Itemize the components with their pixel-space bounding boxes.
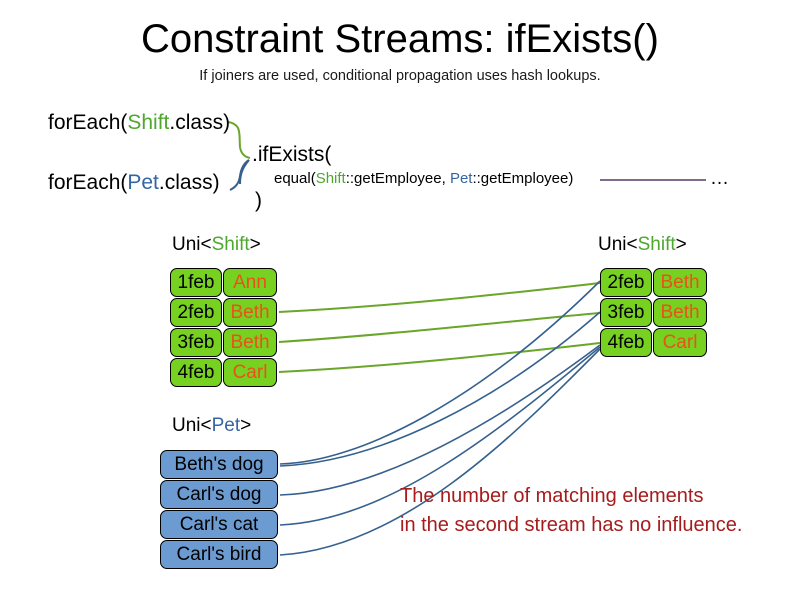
table-row[interactable]: 4feb Carl <box>170 358 277 387</box>
page-subtitle: If joiners are used, conditional propaga… <box>199 68 601 84</box>
brace-arm-shift <box>227 121 251 159</box>
wire-pet-carlsdog-4feb <box>279 344 601 496</box>
wire-shift-2feb <box>278 282 601 313</box>
annotation-note-line1: The number of matching elements <box>400 485 704 507</box>
cell-name: Beth <box>653 298 707 327</box>
code-foreach-pet: forEach(Pet.class) <box>48 170 220 195</box>
cell-pet: Beth's dog <box>160 450 278 479</box>
cell-name: Beth <box>653 268 707 297</box>
code-equal-suffix: ::getEmployee) <box>472 170 574 187</box>
cell-date: 4feb <box>600 328 652 357</box>
code-foreach-pet-prefix: forEach( <box>48 171 128 194</box>
wire-pet-bethsdog-2feb <box>279 280 601 465</box>
cell-date: 3feb <box>600 298 652 327</box>
table-row[interactable]: 3feb Beth <box>170 328 277 357</box>
cell-date: 4feb <box>170 358 222 387</box>
code-foreach-shift-type: Shift <box>127 111 170 134</box>
cell-pet: Carl's dog <box>160 480 278 509</box>
label-prefix: Uni< <box>598 234 638 255</box>
wire-shift-3feb <box>278 312 601 343</box>
code-equal-type-pet: Pet <box>449 170 473 187</box>
wire-pet-bethsdog-3feb <box>279 311 601 467</box>
label-uni-pet: Uni<Pet> <box>172 414 251 438</box>
code-foreach-shift: forEach(Shift.class) <box>48 110 230 135</box>
list-item[interactable]: Carl's dog <box>160 480 278 509</box>
code-close-paren: ) <box>255 189 262 212</box>
label-type: Shift <box>637 234 676 255</box>
label-prefix: Uni< <box>172 415 212 436</box>
cell-name: Carl <box>653 328 707 357</box>
code-equal-type-shift: Shift <box>315 170 346 187</box>
label-uni-shift-left: Uni<Shift> <box>172 233 261 257</box>
cell-name: Beth <box>223 298 277 327</box>
cell-date: 3feb <box>170 328 222 357</box>
cell-pet: Carl's cat <box>160 510 278 539</box>
label-uni-shift-right: Uni<Shift> <box>598 233 687 257</box>
code-foreach-pet-suffix: .class) <box>158 171 220 194</box>
cell-name: Beth <box>223 328 277 357</box>
brace-arm-pet <box>229 159 250 191</box>
cell-date: 1feb <box>170 268 222 297</box>
label-suffix: > <box>240 415 252 436</box>
code-equal-mid: ::getEmployee, <box>345 170 450 187</box>
table-row[interactable]: 1feb Ann <box>170 268 277 297</box>
table-row[interactable]: 2feb Beth <box>170 298 277 327</box>
code-foreach-shift-suffix: .class) <box>169 111 231 134</box>
code-equal-joiner: equal(Shift::getEmployee, Pet::getEmploy… <box>274 169 573 188</box>
code-ellipsis: … <box>710 168 729 189</box>
wire-shift-4feb <box>278 342 601 373</box>
label-prefix: Uni< <box>172 234 212 255</box>
table-row[interactable]: 2feb Beth <box>600 268 707 297</box>
label-suffix: > <box>249 234 261 255</box>
code-foreach-shift-prefix: forEach( <box>48 111 128 134</box>
cell-name: Carl <box>223 358 277 387</box>
cell-name: Ann <box>223 268 277 297</box>
annotation-note-line2: in the second stream has no influence. <box>400 514 743 536</box>
table-row[interactable]: 3feb Beth <box>600 298 707 327</box>
list-item[interactable]: Beth's dog <box>160 450 278 479</box>
cell-date: 2feb <box>170 298 222 327</box>
label-type: Pet <box>211 415 241 436</box>
code-ifexists: .ifExists( <box>252 143 332 166</box>
list-item[interactable]: Carl's cat <box>160 510 278 539</box>
page-title: Constraint Streams: ifExists() <box>141 17 659 61</box>
annotation-note: The number of matching elements in the s… <box>400 482 742 540</box>
code-foreach-pet-type: Pet <box>127 171 159 194</box>
code-equal-prefix: equal( <box>274 170 316 187</box>
table-row[interactable]: 4feb Carl <box>600 328 707 357</box>
label-type: Shift <box>211 234 250 255</box>
label-suffix: > <box>675 234 687 255</box>
list-item[interactable]: Carl's bird <box>160 540 278 569</box>
cell-date: 2feb <box>600 268 652 297</box>
cell-pet: Carl's bird <box>160 540 278 569</box>
